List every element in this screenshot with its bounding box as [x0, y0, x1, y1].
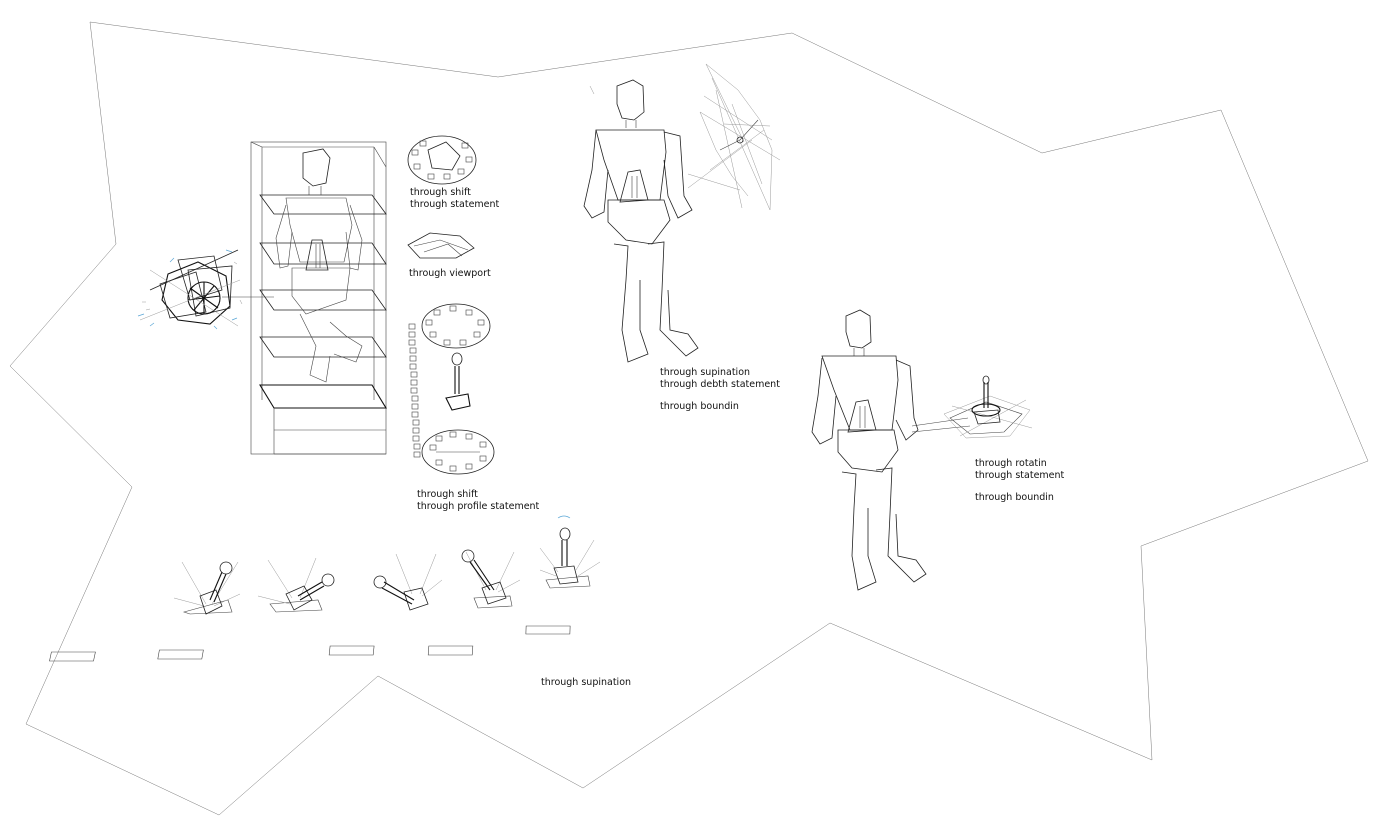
turntable-mid — [422, 304, 490, 410]
column-of-blocks — [409, 324, 420, 457]
label-line: through boundin — [660, 401, 780, 413]
label-line — [660, 390, 780, 401]
tray-explosion — [944, 376, 1032, 438]
label-viewport: through viewport — [409, 268, 491, 280]
label-line: through debth statement — [660, 379, 780, 391]
label-line — [975, 481, 1064, 492]
label-supination-debth: through supination through debth stateme… — [660, 367, 780, 413]
exploded-cluster — [138, 250, 242, 329]
label-line: through profile statement — [417, 501, 539, 513]
turntable-top — [408, 136, 476, 184]
label-line: through statement — [975, 470, 1064, 482]
label-shift-profile: through shift through profile statement — [417, 489, 539, 512]
label-shift-statement: through shift through statement — [410, 187, 499, 210]
label-line: through boundin — [975, 492, 1064, 504]
outer-boundary — [10, 22, 1368, 815]
label-line: through supination — [541, 677, 631, 689]
label-line: through rotatin — [975, 458, 1064, 470]
label-line: through supination — [660, 367, 780, 379]
label-rotatin: through rotatin through statement throug… — [975, 458, 1064, 504]
standing-figure-right — [812, 310, 970, 590]
label-line: through shift — [417, 489, 539, 501]
label-supination-bottom: through supination — [541, 677, 631, 689]
label-line: through viewport — [409, 268, 491, 280]
standing-figure-center — [584, 80, 752, 362]
pose-row — [50, 516, 600, 661]
stacked-figure-group — [222, 142, 386, 454]
fan-explosion — [700, 64, 780, 210]
label-line: through statement — [410, 199, 499, 211]
turntable-bottom — [422, 430, 494, 474]
turntable-viewport — [408, 233, 474, 258]
label-line: through shift — [410, 187, 499, 199]
